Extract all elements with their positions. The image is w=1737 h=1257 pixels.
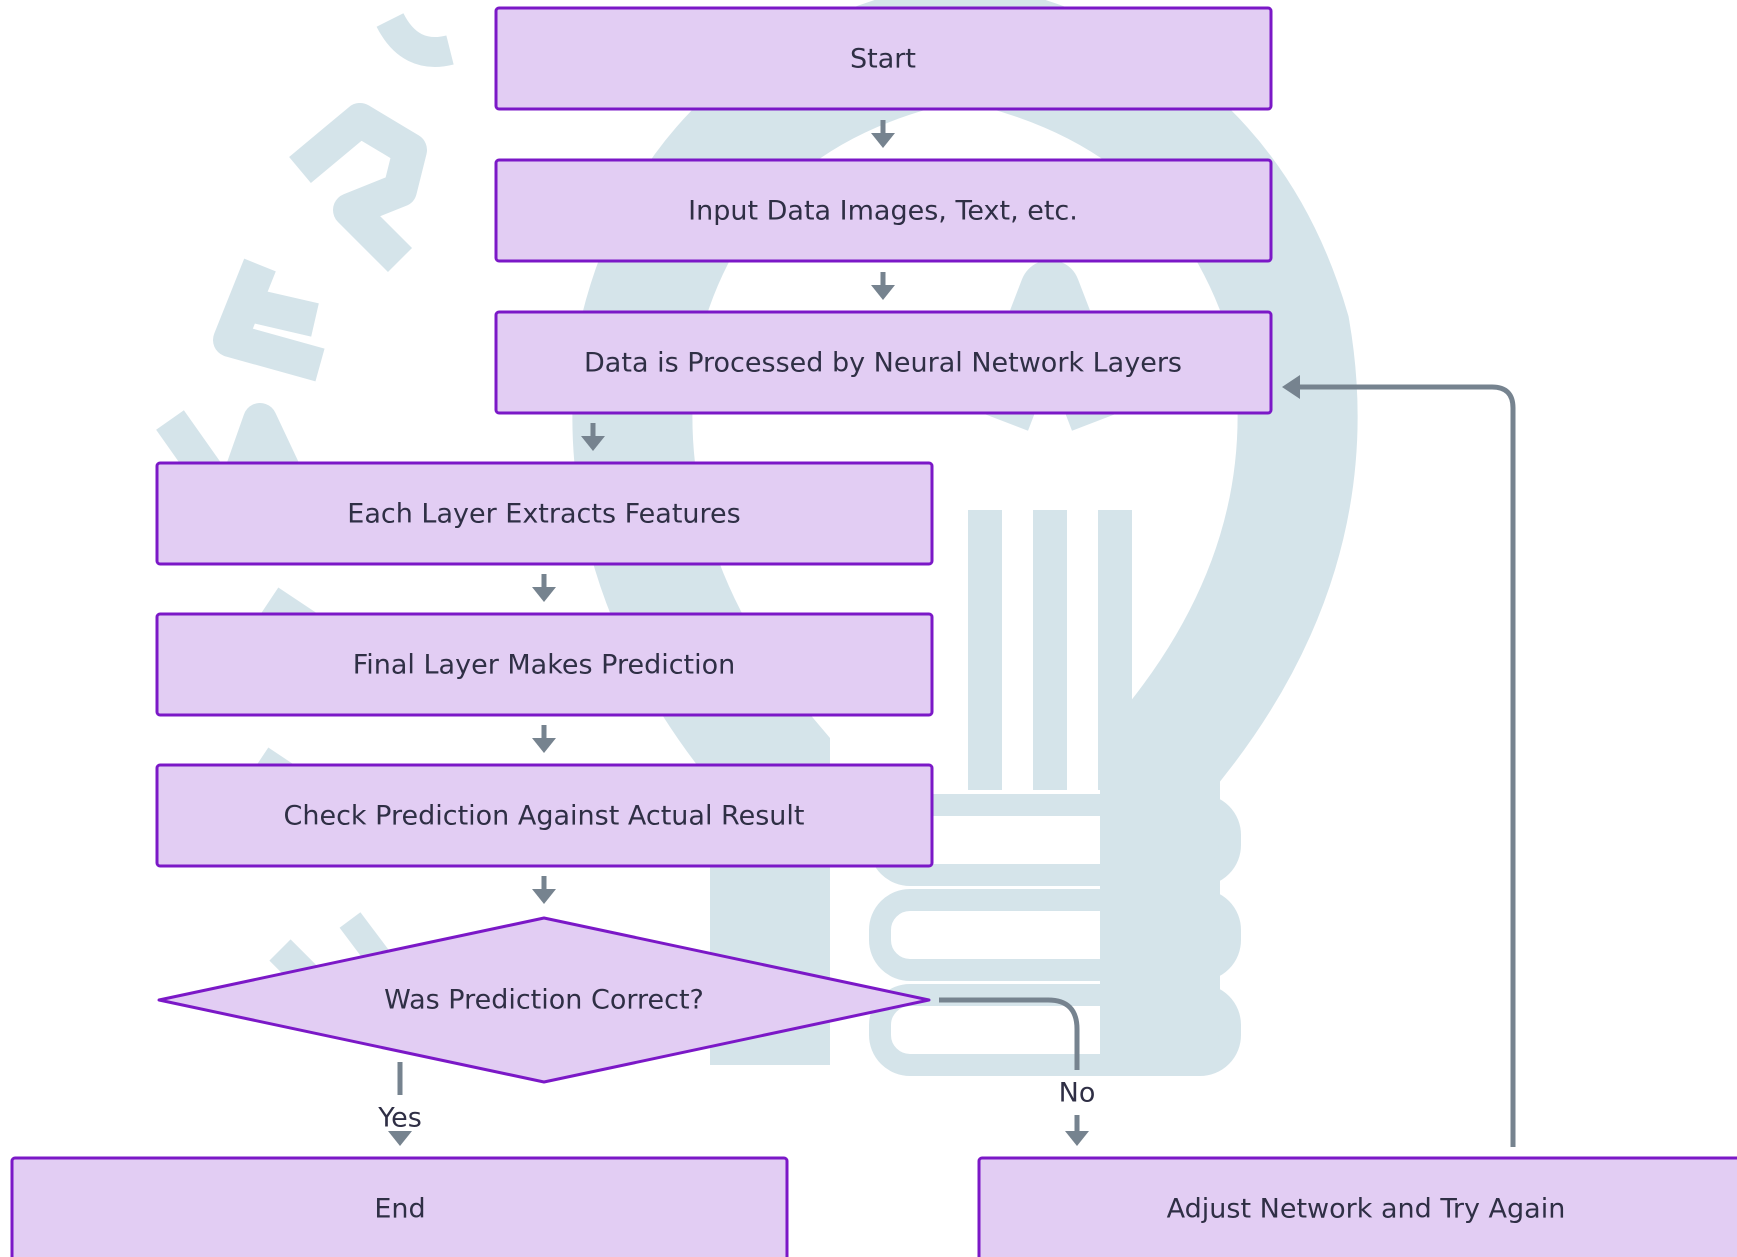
node-start[interactable]: Start [494, 6, 1273, 111]
node-final-prediction-label: Final Layer Makes Prediction [353, 650, 736, 681]
edge-adjust-to-processed [1300, 384, 1516, 1147]
node-decision-label: Was Prediction Correct? [384, 985, 704, 1016]
edge-label-no: No [1059, 1078, 1096, 1109]
node-extract-features-box [155, 461, 934, 566]
arrowhead-down-icon [532, 587, 556, 602]
node-check-prediction-box [155, 763, 934, 868]
node-adjust[interactable]: Adjust Network and Try Again [977, 1156, 1737, 1257]
node-end-box [10, 1156, 789, 1257]
node-adjust-box [977, 1156, 1737, 1257]
node-decision[interactable]: Was Prediction Correct? [157, 916, 931, 1084]
node-input-data-label: Input Data Images, Text, etc. [688, 196, 1078, 227]
arrowhead-down-icon [532, 738, 556, 753]
edge-decision-to-adjust [939, 997, 1080, 1070]
node-processed-label: Data is Processed by Neural Network Laye… [584, 348, 1182, 379]
node-start-box [494, 6, 1273, 111]
arrowhead-left-icon [1282, 375, 1300, 399]
arrowhead-down-icon [532, 889, 556, 904]
node-end[interactable]: End [10, 1156, 789, 1257]
node-extract-features[interactable]: Each Layer Extracts Features [155, 461, 934, 566]
arrowhead-down-icon [871, 285, 895, 300]
arrowhead-down-icon [581, 436, 605, 451]
node-final-prediction[interactable]: Final Layer Makes Prediction [155, 612, 934, 717]
arrowhead-down-icon [388, 1131, 412, 1146]
arrowhead-down-icon [1065, 1131, 1089, 1146]
node-extract-features-label: Each Layer Extracts Features [347, 499, 740, 530]
node-final-prediction-box [155, 612, 934, 717]
node-start-label: Start [850, 44, 916, 75]
edges [388, 120, 1516, 1147]
node-input-data[interactable]: Input Data Images, Text, etc. [494, 158, 1273, 263]
node-processed-box [494, 310, 1273, 415]
arrowhead-down-icon [871, 133, 895, 148]
edge-label-yes: Yes [377, 1103, 422, 1134]
node-decision-diamond [157, 916, 931, 1084]
node-processed[interactable]: Data is Processed by Neural Network Laye… [494, 310, 1273, 415]
node-check-prediction-label: Check Prediction Against Actual Result [284, 801, 805, 832]
node-input-data-box [494, 158, 1273, 263]
node-check-prediction[interactable]: Check Prediction Against Actual Result [155, 763, 934, 868]
node-adjust-label: Adjust Network and Try Again [1167, 1194, 1566, 1225]
node-end-label: End [374, 1194, 425, 1225]
